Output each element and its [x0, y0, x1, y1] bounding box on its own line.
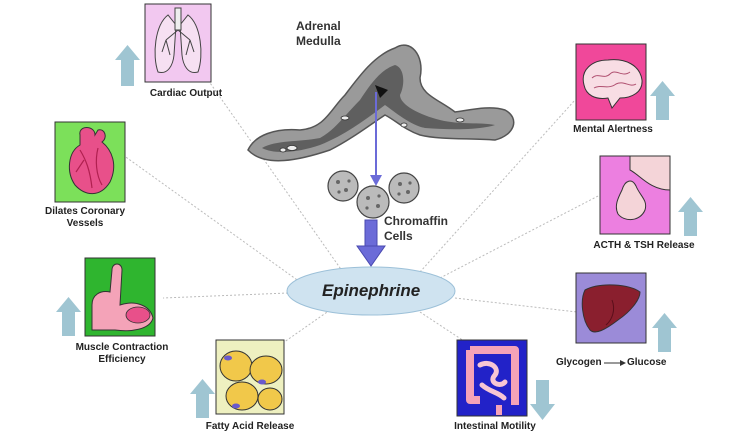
glycogen-up-arrow [652, 313, 677, 352]
muscle-up-arrow [56, 297, 81, 336]
coronary-heart-image [54, 121, 126, 203]
chromaffin-cells-label: Chromaffin Cells [384, 214, 448, 243]
pituitary-image [599, 155, 671, 235]
fatty-cells-image [215, 339, 285, 415]
fatty-up-arrow [190, 379, 215, 418]
muscle-label: Muscle Contraction Efficiency [75, 342, 169, 365]
cells-to-epinephrine-arrow [364, 219, 378, 249]
cardiac-up-arrow [115, 45, 140, 86]
adrenal-medulla-label: Adrenal Medulla [296, 19, 341, 48]
cardiac-lungs-image [144, 3, 212, 83]
connector-fatty [279, 309, 331, 346]
connector-mental [419, 99, 576, 273]
fatty-acid-label: Fatty Acid Release [205, 421, 295, 432]
connector-coronary [122, 154, 301, 283]
adrenal-gland-illustration [247, 44, 515, 162]
connector-muscle [162, 292, 289, 299]
epinephrine-label: Epinephrine [322, 281, 421, 300]
intestinal-down-arrow [530, 380, 555, 420]
glycogen-label: Glycogen [556, 357, 602, 368]
cardiac-output-label: Cardiac Output [149, 88, 223, 99]
intestinal-label: Intestinal Motility [454, 421, 536, 432]
glucose-label: Glucose [627, 357, 667, 368]
muscle-arm-image [84, 257, 156, 337]
brain-image [575, 43, 647, 121]
connector-acth [439, 194, 601, 279]
intestine-image [456, 339, 528, 417]
chromaffin-cells-illustration [327, 170, 420, 219]
acth-label: ACTH & TSH Release [593, 240, 695, 251]
connector-cardiac [207, 79, 346, 276]
glycogen-to-glucose-arrowhead [620, 360, 626, 366]
cells-to-epinephrine-arrowhead [356, 245, 386, 267]
coronary-label: Dilates Coronary Vessels [44, 206, 126, 229]
gland-to-cells-arrowhead [370, 175, 382, 186]
epinephrine-ellipse [286, 266, 456, 316]
mental-label: Mental Alertness [573, 124, 653, 135]
liver-image [575, 272, 647, 344]
mental-up-arrow [650, 81, 675, 120]
acth-up-arrow [678, 197, 703, 236]
connector-glycogen [454, 297, 578, 313]
